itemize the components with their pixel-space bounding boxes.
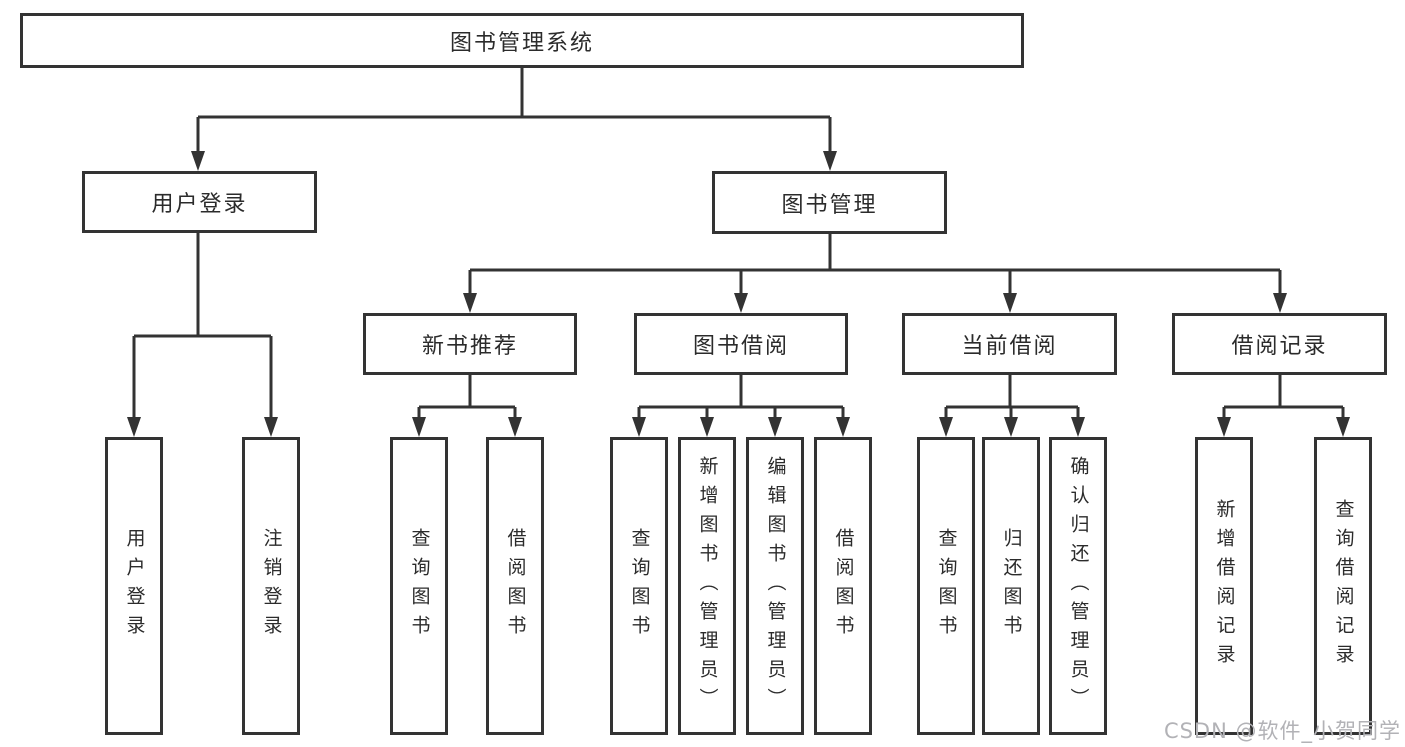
leaf-nb-borrow-books: 借阅图书 <box>486 437 544 735</box>
node-label: 当前借阅 <box>961 334 1058 359</box>
node-label: 借阅图书 <box>504 528 527 644</box>
leaf-bb-borrow-books: 借阅图书 <box>814 437 872 735</box>
leaf-cb-confirm-return-admin: 确认归还（管理员） <box>1049 437 1107 735</box>
leaf-bb-add-books-admin: 新增图书（管理员） <box>678 437 736 735</box>
node-label: 新增借阅记录 <box>1213 499 1236 673</box>
node-label: 编辑图书（管理员） <box>764 455 787 717</box>
leaf-user-login: 用户登录 <box>105 437 163 735</box>
node-label: 用户登录 <box>123 528 146 644</box>
node-root: 图书管理系统 <box>20 13 1024 68</box>
arrowheads <box>127 151 1350 437</box>
node-book-borrowing: 图书借阅 <box>634 313 848 375</box>
node-label: 确认归还（管理员） <box>1067 455 1090 717</box>
node-label: 借阅记录 <box>1231 334 1328 359</box>
node-current-borrowing: 当前借阅 <box>902 313 1117 375</box>
leaf-bb-query-books: 查询图书 <box>610 437 668 735</box>
node-label: 归还图书 <box>1000 528 1023 644</box>
node-label: 借阅图书 <box>832 528 855 644</box>
node-label: 查询图书 <box>935 528 958 644</box>
node-label: 图书管理系统 <box>449 30 594 56</box>
node-new-book-recommend: 新书推荐 <box>363 313 577 375</box>
node-label: 图书借阅 <box>692 334 789 359</box>
node-user-login: 用户登录 <box>82 171 317 233</box>
node-book-management: 图书管理 <box>712 171 947 234</box>
leaf-br-query-record: 查询借阅记录 <box>1314 437 1372 735</box>
node-borrowing-records: 借阅记录 <box>1172 313 1387 375</box>
watermark: CSDN @软件_小贺同学 <box>1163 719 1401 743</box>
leaf-logout: 注销登录 <box>242 437 300 735</box>
node-label: 用户登录 <box>151 192 248 217</box>
leaf-cb-return-books: 归还图书 <box>982 437 1040 735</box>
leaf-br-add-record: 新增借阅记录 <box>1195 437 1253 735</box>
leaf-nb-query-books: 查询图书 <box>390 437 448 735</box>
node-label: 图书管理 <box>781 192 878 218</box>
connector-lines <box>132 68 1345 419</box>
node-label: 新书推荐 <box>421 334 518 359</box>
node-label: 注销登录 <box>260 528 283 644</box>
leaf-cb-query-books: 查询图书 <box>917 437 975 735</box>
leaf-bb-edit-books-admin: 编辑图书（管理员） <box>746 437 804 735</box>
node-label: 新增图书（管理员） <box>696 455 719 717</box>
node-label: 查询图书 <box>628 528 651 644</box>
node-label: 查询借阅记录 <box>1332 499 1355 673</box>
node-label: 查询图书 <box>408 528 431 644</box>
